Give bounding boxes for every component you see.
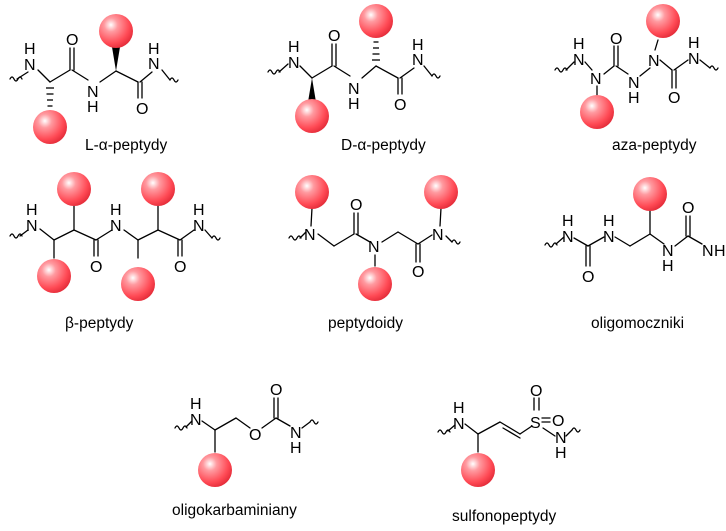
structure-l-alpha-peptide: N H O N H O N H L-α-peptydy	[9, 14, 179, 154]
atom-o: O	[530, 383, 542, 400]
substituent-ball	[461, 453, 495, 487]
atom-h: H	[412, 37, 424, 54]
atom-n: N	[453, 416, 465, 433]
substituent-ball	[633, 177, 667, 211]
atom-h: H	[348, 96, 360, 113]
caption-aza-peptide: aza-peptydy	[612, 137, 697, 154]
atom-h: H	[26, 202, 38, 219]
caption-sulfonopeptides: sulfonopeptydy	[452, 508, 557, 525]
atom-o: O	[412, 264, 424, 281]
structure-oligocarbamates: N H O O N H oligokarbaminiany	[172, 382, 319, 519]
atom-h: H	[562, 213, 574, 230]
atom-s: S	[530, 415, 541, 432]
substituent-ball	[198, 453, 232, 487]
atom-n: N	[304, 227, 316, 244]
substituent-ball	[358, 267, 392, 301]
atom-h: H	[288, 39, 300, 56]
structure-aza-peptide: N H N O N H N O N H aza-peptydy	[554, 4, 719, 154]
atom-h: H	[714, 243, 726, 260]
structure-d-alpha-peptide: N H O N H O N H D-α-peptydy	[267, 4, 441, 154]
atom-h: H	[24, 41, 36, 58]
atom-h: H	[555, 445, 567, 462]
atom-n: N	[573, 52, 585, 69]
caption-l-alpha-peptide: L-α-peptydy	[85, 137, 167, 154]
atom-n: N	[368, 239, 380, 256]
atom-h: H	[87, 99, 99, 116]
atom-h: H	[453, 400, 465, 417]
atom-o: O	[270, 382, 282, 399]
atom-h: H	[573, 36, 585, 53]
atom-n: N	[590, 71, 602, 88]
atom-n: N	[432, 227, 444, 244]
atom-n: N	[702, 243, 714, 260]
atom-o: O	[582, 269, 594, 286]
caption-oligoureas: oligomoczniki	[591, 315, 684, 332]
atom-h: H	[688, 35, 700, 52]
substituent-ball	[295, 99, 329, 133]
atom-h: H	[290, 440, 302, 457]
substituent-ball	[57, 172, 91, 206]
atom-n: N	[110, 218, 122, 235]
atom-o: O	[90, 259, 102, 276]
atom-o: O	[394, 97, 406, 114]
atom-n: N	[148, 56, 160, 73]
caption-d-alpha-peptide: D-α-peptydy	[341, 137, 426, 154]
structure-beta-peptide: N H O N H O N H β-peptydy	[9, 172, 221, 332]
atom-n: N	[688, 51, 700, 68]
atom-o: O	[668, 90, 680, 107]
atom-n: N	[662, 243, 674, 260]
structure-peptoids: N O N O N peptydoidy	[288, 175, 461, 332]
atom-n: N	[26, 218, 38, 235]
atom-o: O	[552, 413, 564, 430]
atom-h: H	[628, 90, 640, 107]
atom-n: N	[24, 57, 36, 74]
atom-o: O	[350, 197, 362, 214]
atom-n: N	[648, 53, 660, 70]
atom-n: N	[555, 430, 567, 447]
atom-n: N	[290, 425, 302, 442]
atom-o: O	[610, 31, 622, 48]
atom-n: N	[628, 75, 640, 92]
atom-n: N	[412, 52, 424, 69]
atom-h: H	[603, 213, 615, 230]
atom-o: O	[136, 101, 148, 118]
substituent-ball	[37, 259, 71, 293]
substituent-ball	[580, 95, 614, 129]
atom-n: N	[603, 229, 615, 246]
structure-sulfonopeptides: N H S O O N H sulfonopeptydy	[437, 383, 581, 525]
atom-o: O	[328, 28, 340, 45]
substituent-ball	[646, 4, 680, 38]
atom-o: O	[249, 427, 261, 444]
substituent-ball	[121, 267, 155, 301]
atom-h: H	[110, 202, 122, 219]
structure-oligoureas: N H O N H N H O N H oligomoczniki	[544, 177, 726, 332]
atom-n: N	[87, 84, 99, 101]
atom-n: N	[193, 218, 205, 235]
caption-peptoids: peptydoidy	[328, 315, 403, 332]
caption-beta-peptide: β-peptydy	[65, 315, 134, 332]
substituent-ball	[141, 172, 175, 206]
atom-o: O	[66, 32, 78, 49]
substituent-ball	[295, 175, 329, 209]
substituent-ball	[359, 4, 393, 38]
substituent-ball	[33, 110, 67, 144]
atom-h: H	[190, 396, 202, 413]
substituent-ball	[424, 175, 458, 209]
atom-h: H	[193, 202, 205, 219]
atom-o: O	[682, 200, 694, 217]
atom-n: N	[288, 55, 300, 72]
atom-n: N	[348, 81, 360, 98]
atom-h: H	[662, 258, 674, 275]
substituent-ball	[99, 14, 133, 48]
atom-n: N	[562, 229, 574, 246]
caption-oligocarbamates: oligokarbaminiany	[172, 502, 297, 519]
atom-o: O	[174, 259, 186, 276]
atom-n: N	[190, 412, 202, 429]
atom-h: H	[148, 41, 160, 58]
